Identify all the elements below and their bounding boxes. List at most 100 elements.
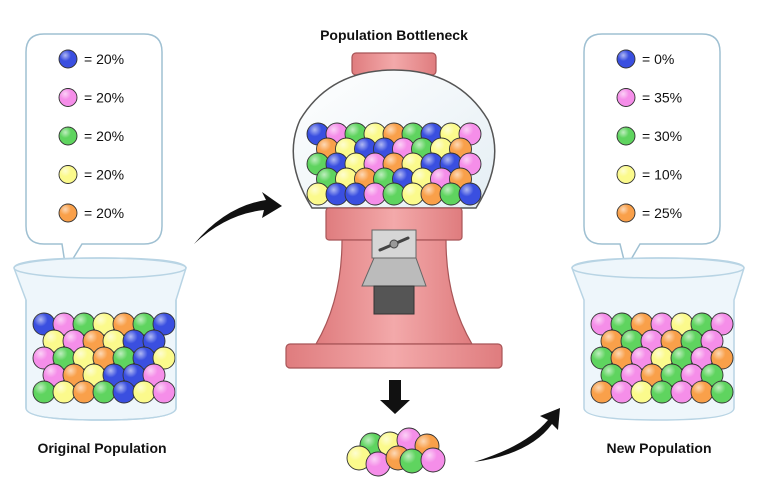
ball-pink bbox=[363, 182, 387, 206]
arrow-to-machine bbox=[194, 192, 282, 244]
original-legend-text-orange: = 20% bbox=[84, 205, 124, 221]
ball-green bbox=[112, 346, 136, 370]
ball-blue bbox=[32, 312, 56, 336]
arrow-to-new bbox=[474, 408, 560, 462]
original-legend-text-yellow: = 20% bbox=[84, 167, 124, 183]
candy-door bbox=[373, 285, 415, 315]
ball-yellow bbox=[306, 182, 330, 206]
ball-pink bbox=[640, 329, 664, 353]
ball-pink bbox=[142, 363, 166, 387]
ball-blue bbox=[325, 182, 349, 206]
sample-ball-green bbox=[399, 448, 425, 474]
sample-ball-pink bbox=[420, 447, 446, 473]
ball-blue bbox=[122, 363, 146, 387]
ball-yellow bbox=[670, 312, 694, 336]
original-population-label: Original Population bbox=[37, 440, 166, 456]
original-legend-text-blue: = 20% bbox=[84, 51, 124, 67]
ball-yellow bbox=[630, 380, 654, 404]
ball-pink bbox=[32, 346, 56, 370]
sample-ball-pink bbox=[365, 451, 391, 477]
ball-orange bbox=[660, 329, 684, 353]
crank-handle bbox=[378, 236, 410, 252]
ball-orange bbox=[600, 329, 624, 353]
ball-green bbox=[92, 380, 116, 404]
ball-yellow bbox=[82, 363, 106, 387]
ball-green bbox=[72, 312, 96, 336]
original-legend-swatch-pink bbox=[58, 88, 78, 107]
ball-yellow bbox=[52, 380, 76, 404]
ball-orange bbox=[420, 182, 444, 206]
new-legend-text-orange: = 25% bbox=[642, 205, 682, 221]
ball-blue bbox=[142, 329, 166, 353]
gumball-machine bbox=[285, 52, 503, 369]
ball-orange bbox=[690, 380, 714, 404]
ball-blue bbox=[152, 312, 176, 336]
new-legend-swatch-yellow bbox=[616, 165, 636, 184]
ball-orange bbox=[640, 363, 664, 387]
arrow-down bbox=[380, 380, 410, 414]
ball-green bbox=[700, 363, 724, 387]
ball-pink bbox=[42, 363, 66, 387]
new-legend-swatch-green bbox=[616, 126, 636, 146]
ball-yellow bbox=[92, 312, 116, 336]
original-legend-swatch-orange bbox=[58, 203, 78, 223]
ball-green bbox=[710, 380, 734, 404]
ball-green bbox=[670, 346, 694, 370]
new-beaker bbox=[571, 257, 745, 421]
new-legend-swatch-pink bbox=[616, 88, 636, 107]
ball-yellow bbox=[152, 346, 176, 370]
original-legend-bubble: = 20% = 20% = 20% = 20% = 20% bbox=[25, 33, 163, 273]
ball-blue bbox=[112, 380, 136, 404]
original-legend-text-pink: = 20% bbox=[84, 90, 124, 106]
ball-green bbox=[382, 182, 406, 206]
new-legend-text-green: = 30% bbox=[642, 128, 682, 144]
ball-pink bbox=[700, 329, 724, 353]
ball-orange bbox=[92, 346, 116, 370]
ball-yellow bbox=[132, 380, 156, 404]
ball-pink bbox=[62, 329, 86, 353]
ball-green bbox=[600, 363, 624, 387]
ball-orange bbox=[590, 380, 614, 404]
ball-orange bbox=[710, 346, 734, 370]
ball-yellow bbox=[72, 346, 96, 370]
new-legend-swatch-orange bbox=[616, 203, 636, 223]
new-legend-swatch-blue bbox=[616, 49, 636, 69]
candy-chute bbox=[361, 257, 427, 287]
ball-pink bbox=[610, 380, 634, 404]
ball-green bbox=[660, 363, 684, 387]
ball-orange bbox=[610, 346, 634, 370]
new-population-label: New Population bbox=[607, 440, 712, 456]
original-legend-text-green: = 20% bbox=[84, 128, 124, 144]
diagram-title: Population Bottleneck bbox=[320, 27, 468, 43]
original-legend-swatch-yellow bbox=[58, 165, 78, 184]
ball-orange bbox=[82, 329, 106, 353]
new-legend-text-yellow: = 10% bbox=[642, 167, 682, 183]
new-legend-bubble: = 0% = 35% = 30% = 10% = 25% bbox=[583, 33, 721, 270]
original-legend-swatch-green bbox=[58, 126, 78, 146]
ball-pink bbox=[680, 363, 704, 387]
ball-pink bbox=[152, 380, 176, 404]
ball-orange bbox=[62, 363, 86, 387]
ball-green bbox=[690, 312, 714, 336]
ball-blue bbox=[102, 363, 126, 387]
ball-yellow bbox=[650, 346, 674, 370]
ball-green bbox=[439, 182, 463, 206]
ball-green bbox=[52, 346, 76, 370]
ball-pink bbox=[620, 363, 644, 387]
new-legend-text-pink: = 35% bbox=[642, 90, 682, 106]
ball-pink bbox=[590, 312, 614, 336]
ball-pink bbox=[710, 312, 734, 336]
ball-green bbox=[32, 380, 56, 404]
new-legend-text-blue: = 0% bbox=[642, 51, 674, 67]
ball-yellow bbox=[401, 182, 425, 206]
ball-green bbox=[610, 312, 634, 336]
ball-orange bbox=[72, 380, 96, 404]
ball-green bbox=[132, 312, 156, 336]
ball-green bbox=[590, 346, 614, 370]
ball-pink bbox=[670, 380, 694, 404]
ball-blue bbox=[132, 346, 156, 370]
sample-ball-yellow bbox=[346, 445, 372, 471]
ball-blue bbox=[458, 182, 482, 206]
